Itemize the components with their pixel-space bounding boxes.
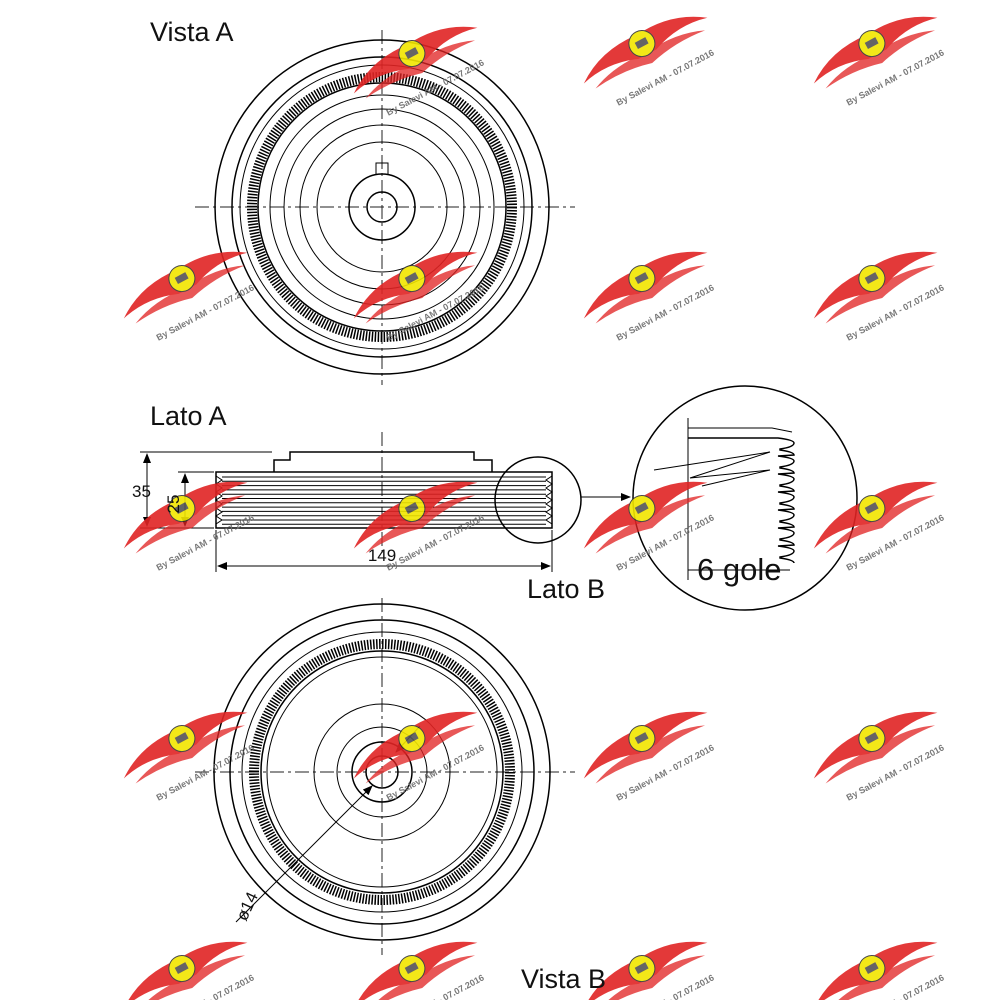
watermark-layer: By Salevi AM - 07.07.2016 By Salevi AM - …: [123, 16, 946, 1000]
watermark-logo: By Salevi AM - 07.07.2016: [583, 16, 716, 108]
vista-a-view: [195, 30, 575, 385]
dimension-35: 35: [132, 482, 151, 501]
lato-a-label: Lato A: [150, 401, 227, 431]
vista-a-label: Vista A: [150, 17, 234, 47]
dimension-25: 25: [164, 495, 183, 514]
watermark-logo: By Salevi AM - 07.07.2016: [813, 941, 946, 1000]
watermark-logo: By Salevi AM - 07.07.2016: [353, 711, 486, 803]
dimension-149: 149: [368, 546, 396, 565]
lato-b-label: Lato B: [527, 574, 605, 604]
watermark-logo: By Salevi AM - 07.07.2016: [123, 941, 256, 1000]
gole-label: 6 gole: [697, 552, 781, 587]
watermark-logo: By Salevi AM - 07.07.2016: [813, 481, 946, 573]
watermark-logo: By Salevi AM - 07.07.2016: [583, 711, 716, 803]
watermark-logo: By Salevi AM - 07.07.2016: [583, 251, 716, 343]
watermark-logo: By Salevi AM - 07.07.2016: [353, 26, 486, 118]
vista-b-view: [195, 598, 575, 955]
watermark-logo: By Salevi AM - 07.07.2016: [813, 251, 946, 343]
watermark-logo: By Salevi AM - 07.07.2016: [353, 481, 486, 573]
watermark-logo: By Salevi AM - 07.07.2016: [813, 16, 946, 108]
vista-b-label: Vista B: [521, 964, 606, 994]
lato-a-side-view: [140, 432, 631, 572]
watermark-logo: By Salevi AM - 07.07.2016: [123, 251, 256, 343]
watermark-logo: By Salevi AM - 07.07.2016: [813, 711, 946, 803]
dimension-hole-diameter: ø14: [232, 889, 262, 924]
